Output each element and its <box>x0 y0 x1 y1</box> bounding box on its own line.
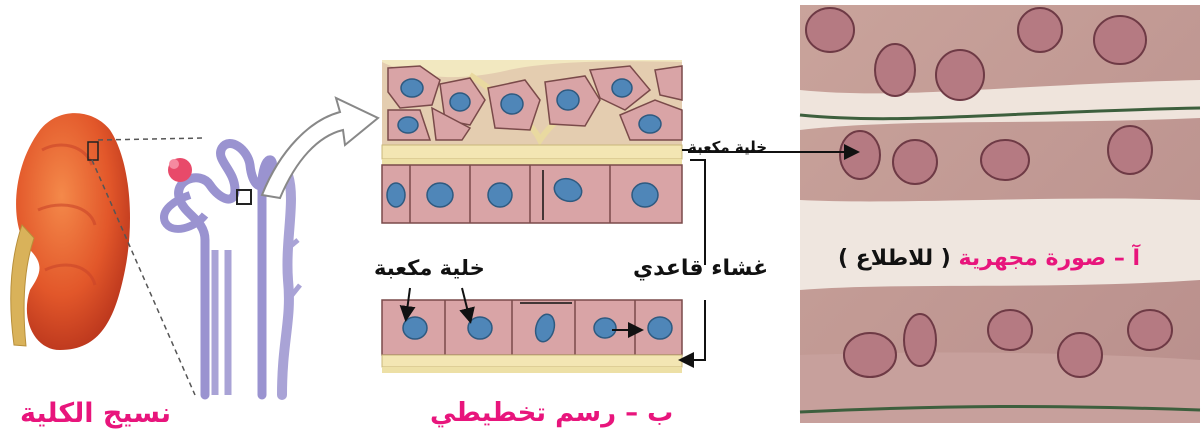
micrograph <box>800 5 1200 423</box>
schematic-diagram <box>382 60 682 373</box>
kidney-illustration <box>11 113 130 350</box>
zoom-arrow <box>262 98 378 198</box>
basement-membrane-label: غشاء قاعدي <box>633 256 768 281</box>
schematic-label: ب – رسم تخطيطي <box>430 398 673 428</box>
micrograph-note: ( للاطلاع ) <box>838 246 951 271</box>
micrograph-title: آ – صورة مجهرية <box>959 246 1141 271</box>
cuboidal-cell-label-top: خلية مكعبة <box>688 138 767 156</box>
kidney-tissue-label: نسيج الكلية <box>20 398 171 429</box>
micrograph-caption: آ – صورة مجهرية ( للاطلاع ) <box>838 246 1140 271</box>
cuboidal-cell-label-bottom: خلية مكعبة <box>374 256 485 280</box>
